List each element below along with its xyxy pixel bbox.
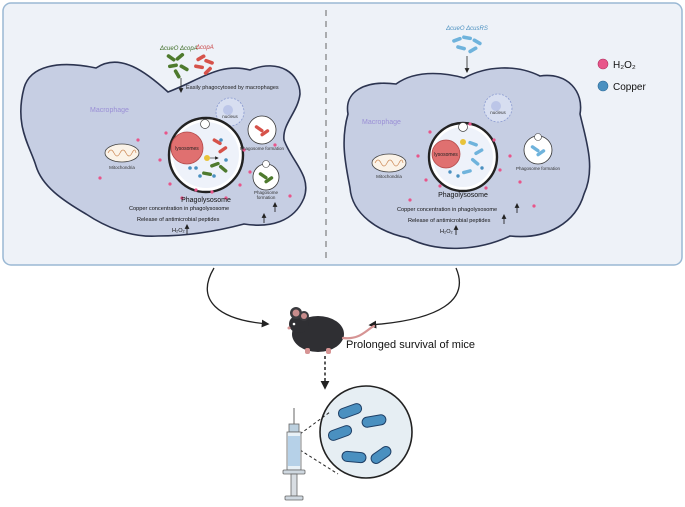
right-lysosome-label: lysosomes [434, 152, 458, 158]
left-mitochondria-icon [104, 143, 140, 163]
right-effect-3: H₂O₂ [440, 229, 453, 235]
right-mito-label: Mitochondria [376, 174, 402, 179]
left-red-bacteria-group [194, 54, 214, 75]
right-nucleus-label: nucleus [490, 110, 506, 115]
bacteria-icon [327, 403, 392, 464]
left-lysosome [170, 131, 204, 165]
left-strain-1-label: ΔcueO ΔcopA [159, 46, 198, 52]
legend-h2o2-swatch [597, 58, 609, 70]
outcome-label: Prolonged survival of mice [346, 339, 475, 351]
left-strain-2-label: ΔcopA [195, 45, 214, 51]
right-blue-bacteria-group [452, 35, 482, 54]
zoom-line-top [299, 411, 331, 435]
right-phagosome-label: Phagosome formation [516, 166, 561, 171]
right-phagolysosome-bacteria [462, 140, 484, 175]
left-green-bacteria-group [166, 52, 189, 79]
legend-h2o2-label: H₂O₂ [613, 60, 636, 71]
left-h2o2-dots [98, 131, 292, 200]
left-effect-1: Copper concentration in phagolysosome [129, 206, 229, 212]
right-lysosome [431, 139, 461, 169]
left-phagolysosome-bacteria [202, 138, 228, 176]
right-phagolysosome-label: Phagolysosome [438, 192, 488, 199]
right-mitochondria-icon [371, 153, 407, 173]
mouse-icon [287, 307, 376, 354]
right-effect-1: Copper concentration in phagolysosome [397, 207, 497, 213]
right-macrophage-label: Macrophage [362, 119, 401, 126]
right-strain-label: ΔcueO ΔcusRS [445, 26, 488, 32]
right-h2o2-dots [408, 122, 536, 208]
right-curved-arrow [368, 267, 460, 329]
left-phagosome-label-2b: formation [257, 195, 276, 200]
legend-copper-swatch [597, 80, 609, 92]
right-copper-dots [448, 166, 484, 178]
left-effect-2: Release of antimicrobial peptides [137, 217, 220, 223]
zoom-line-bottom [299, 449, 339, 475]
left-mito-label: Mitochondria [109, 165, 135, 170]
left-curved-arrow [206, 267, 270, 328]
left-macrophage-label: Macrophage [90, 107, 129, 114]
left-copper-dots [188, 138, 228, 178]
left-phagolysosome-label: Phagolysosome [181, 197, 231, 204]
left-lysosome-label: lysosomes [175, 146, 199, 152]
left-nucleus-label: nucleus [222, 114, 238, 119]
left-phagosome-label-1: Phagosome formation [240, 146, 285, 151]
legend-copper-label: Copper [613, 82, 646, 93]
left-phagosome-label-2a: Phagosome [254, 190, 279, 195]
left-effect-3: H₂O₂ [172, 228, 185, 234]
left-uptake-note: Easily phagocytosed by macrophages [186, 85, 279, 91]
syringe-icon [282, 408, 306, 501]
right-effect-2: Release of antimicrobial peptides [408, 218, 491, 224]
